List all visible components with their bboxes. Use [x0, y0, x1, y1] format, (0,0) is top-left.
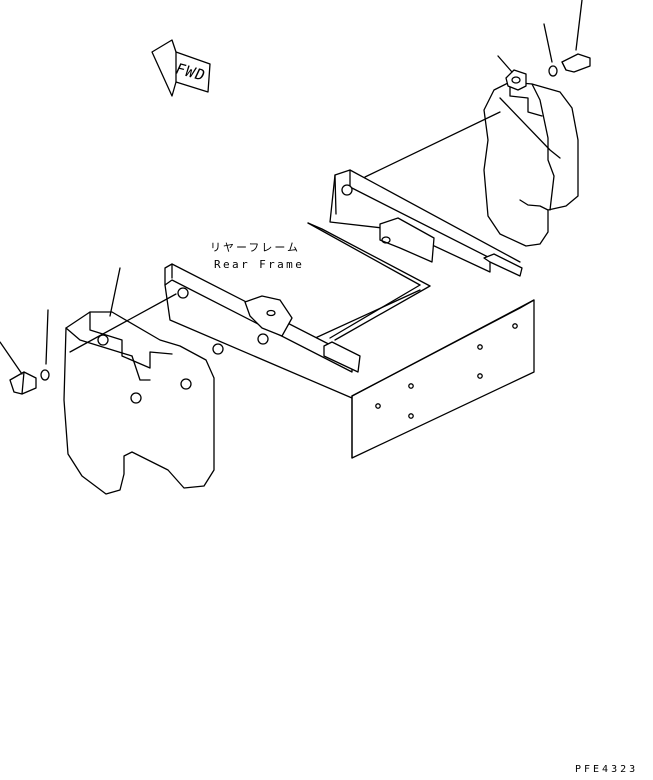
part-name-japanese: リヤーフレーム — [210, 241, 301, 254]
part-name-english: Rear Frame — [214, 258, 305, 271]
counterweight-left — [0, 267, 215, 495]
counterweight-right — [364, 0, 591, 247]
fwd-arrow-icon — [151, 39, 211, 97]
rear-frame — [164, 169, 535, 459]
drawing-code: PFE4323 — [575, 764, 639, 775]
